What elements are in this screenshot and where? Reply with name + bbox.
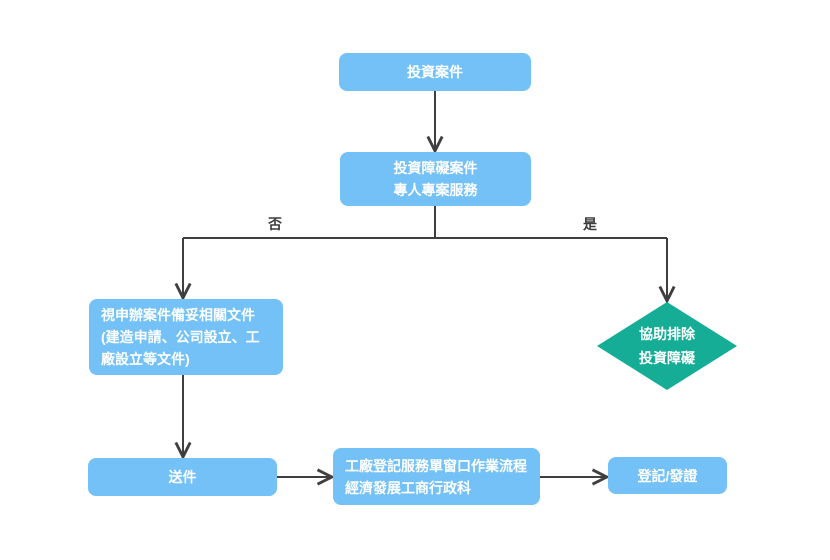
- node-registration-certificate[interactable]: 登記/發證: [608, 457, 727, 494]
- node-prepare-documents[interactable]: 視申辦案件備妥相關文件 (建造申請、公司設立、工 廠設立等文件): [89, 299, 283, 375]
- node-assist-remove-obstacle-label[interactable]: 協助排除 投資障礙: [639, 326, 695, 366]
- node-submit-case[interactable]: 送件: [88, 458, 277, 496]
- branch-label-yes: 是: [583, 216, 597, 232]
- node-obstacle-case-service[interactable]: 投資障礙案件 專人專案服務: [340, 152, 531, 206]
- branch-label-no: 否: [268, 216, 282, 232]
- node-factory-registration-process[interactable]: 工廠登記服務單窗口作業流程 經濟發展工商行政科: [333, 448, 540, 505]
- node-assist-diamond-shape[interactable]: [597, 302, 737, 390]
- node-investment-case[interactable]: 投資案件: [339, 53, 531, 91]
